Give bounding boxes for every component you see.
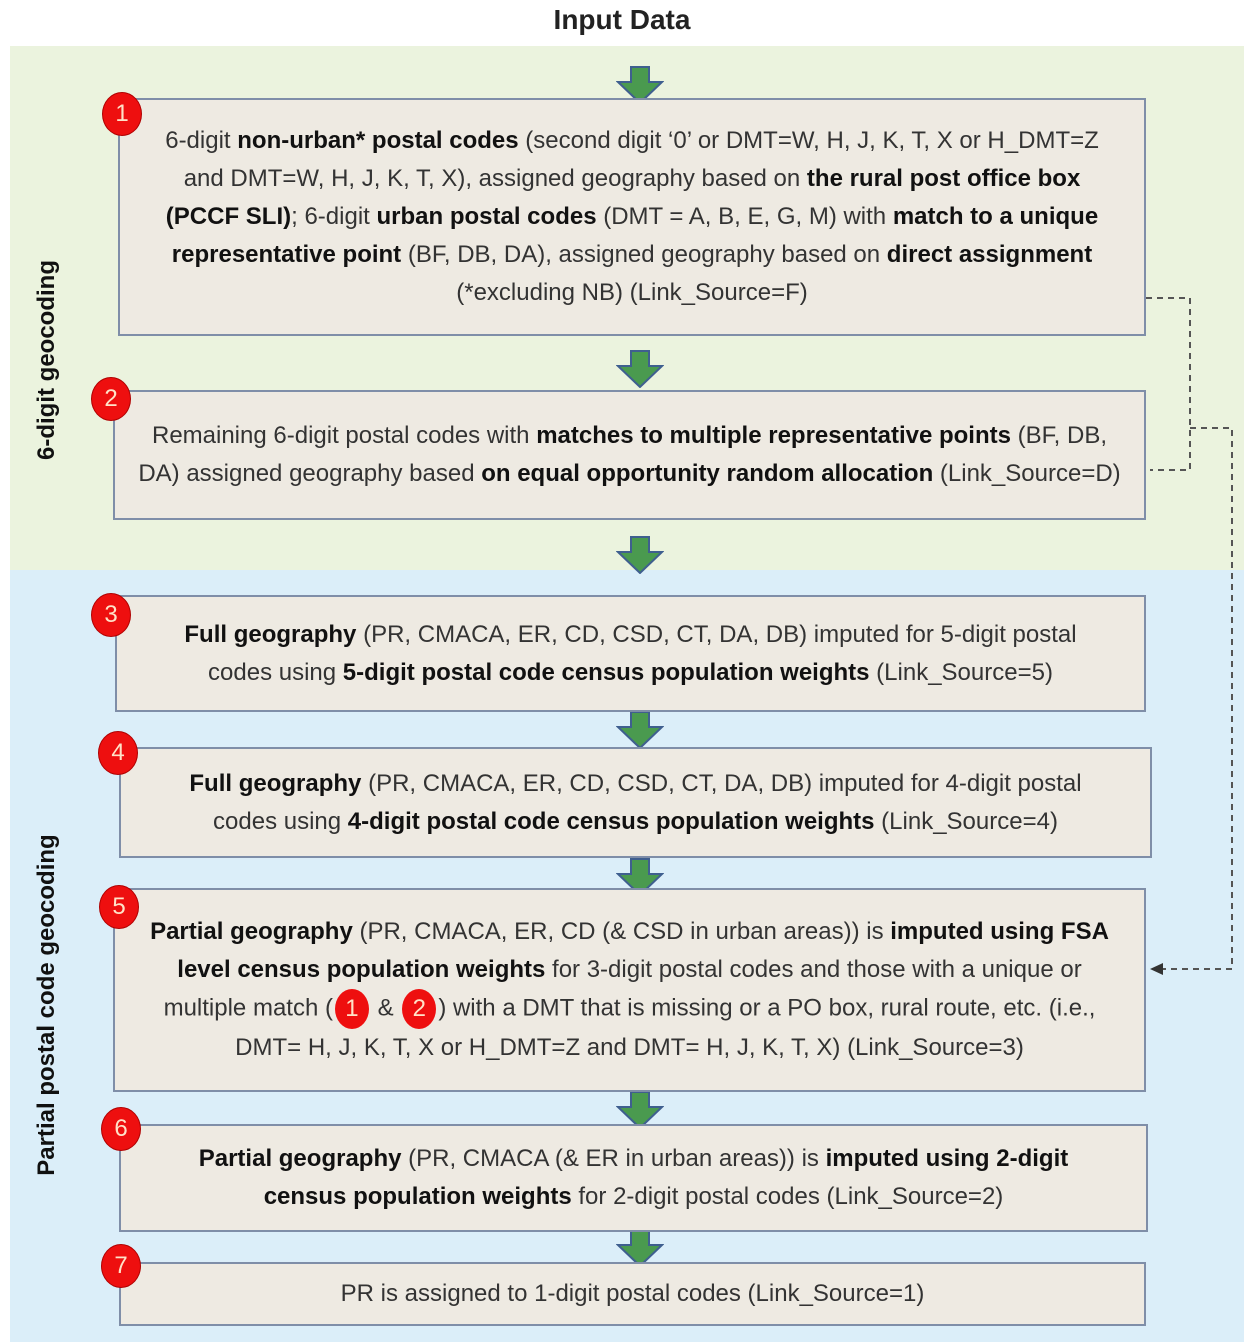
emphasis-text: Full geography [184,620,357,648]
inline-step-badge: 2 [402,989,437,1029]
body-text: (PR, CMACA, ER, CD, CSD, CT, DA, DB) imp… [213,769,1082,835]
step-7-text: PR is assigned to 1-digit postal codes (… [341,1275,925,1313]
step-3-box: Full geography (PR, CMACA, ER, CD, CSD, … [115,595,1146,712]
body-text: for 3-digit postal codes and those with … [163,956,1082,1022]
body-text: (PR, CMACA, ER, CD, CSD, CT, DA, DB) imp… [208,620,1077,686]
down-arrow-icon [616,66,664,104]
step-2-text: Remaining 6-digit postal codes with matc… [135,417,1124,493]
down-arrow-icon [616,350,664,388]
step-1-box: 6-digit non-urban* postal codes (second … [118,98,1146,336]
emphasis-text: imputed using 2-digit census population … [263,1145,1069,1210]
down-arrow-icon [616,1229,664,1267]
step-2-badge: 2 [91,377,131,421]
down-arrow-icon [616,711,664,749]
emphasis-text: matches to multiple representative point… [536,422,1011,449]
body-text: (PR, CMACA, ER, CD (& CSD in urban areas… [352,918,891,945]
emphasis-text: 4-digit postal code census population we… [347,807,875,835]
body-text: PR is assigned to 1-digit postal codes (… [340,1280,925,1307]
body-text: ) with a DMT that is missing or a PO box… [235,994,1096,1061]
emphasis-text: match to a unique representative point [171,203,1099,268]
inline-step-badge: 1 [334,989,369,1029]
step-5-badge: 5 [99,885,139,929]
body-text: for 2-digit postal codes (Link_Source=2) [571,1183,1004,1210]
step-1-text: 6-digit non-urban* postal codes (second … [152,122,1112,312]
body-text: (*excluding NB) (Link_Source=F) [456,279,808,306]
step-6-box: Partial geography (PR, CMACA (& ER in ur… [119,1124,1148,1232]
emphasis-text: Partial geography [198,1145,402,1172]
step-6-text: Partial geography (PR, CMACA (& ER in ur… [161,1140,1106,1216]
body-text: Remaining 6-digit postal codes with [151,422,537,449]
body-text: (DMT = A, B, E, G, M) with [596,203,893,230]
emphasis-text: Full geography [189,769,362,797]
step-4-text: Full geography (PR, CMACA, ER, CD, CSD, … [175,765,1096,841]
step-7-box: PR is assigned to 1-digit postal codes (… [119,1262,1146,1326]
emphasis-text: direct assignment [886,241,1093,268]
emphasis-text: Partial geography [150,918,353,945]
body-text: (BF, DB, DA), assigned geography based o… [401,241,887,268]
step-2-box: Remaining 6-digit postal codes with matc… [113,390,1146,520]
emphasis-text: on equal opportunity random allocation [481,460,934,487]
step-1-badge: 1 [102,92,142,136]
emphasis-text: the rural post office box (PCCF SLI) [165,165,1081,230]
emphasis-text: urban postal codes [376,203,597,230]
step-4-box: Full geography (PR, CMACA, ER, CD, CSD, … [119,747,1152,858]
body-text: (Link_Source=5) [869,658,1053,686]
body-text: (PR, CMACA (& ER in urban areas)) is [401,1145,826,1172]
body-text: ; 6-digit [291,203,377,230]
step-4-badge: 4 [98,731,138,775]
body-text: (Link_Source=D) [933,460,1121,487]
body-text: (Link_Source=4) [874,807,1058,835]
emphasis-text: 5-digit postal code census population we… [342,658,870,686]
down-arrow-icon [616,1091,664,1129]
down-arrow-icon [616,858,664,896]
body-text: (BF, DB, DA) assigned geography based [138,422,1107,487]
down-arrow-icon [616,536,664,574]
step-5-box: Partial geography (PR, CMACA, ER, CD (& … [113,888,1146,1092]
body-text: (second digit ‘0’ or DMT=W, H, J, K, T, … [183,127,1099,192]
diagram-title: Input Data [553,4,691,35]
emphasis-text: non-urban* postal codes [237,127,519,154]
emphasis-text: imputed using FSA level census populatio… [177,918,1109,983]
step-5-text: Partial geography (PR, CMACA, ER, CD (& … [135,913,1124,1067]
body-text: 6-digit [165,127,238,154]
step-6-badge: 6 [101,1107,141,1151]
step-3-text: Full geography (PR, CMACA, ER, CD, CSD, … [171,616,1090,692]
body-text: & [370,994,401,1022]
step-3-badge: 3 [91,593,131,637]
step-7-badge: 7 [101,1244,141,1288]
